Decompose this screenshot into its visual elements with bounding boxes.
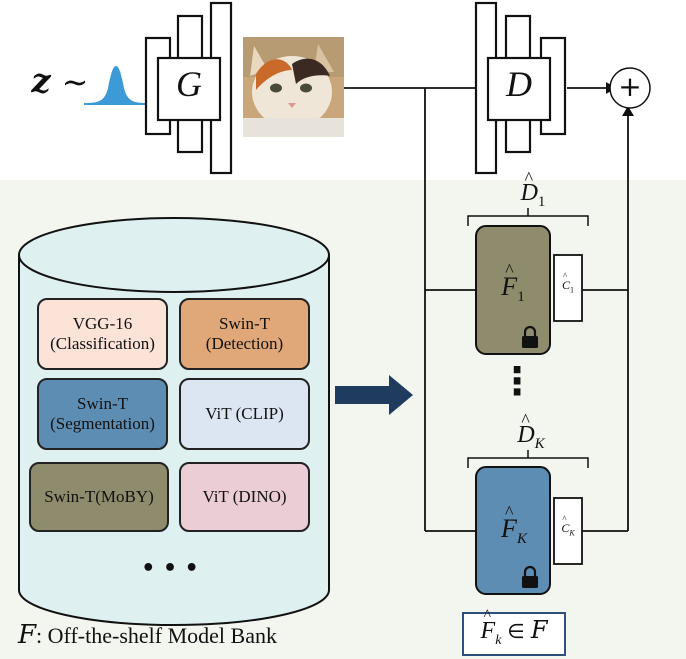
sum-symbol: + [618, 70, 642, 103]
model-bank-caption-text: : Off-the-shelf Model Bank [36, 623, 277, 648]
noise-variable-label: z [31, 61, 51, 101]
sum-node [609, 67, 651, 109]
ensemble-top-symbol: D [520, 180, 538, 206]
discriminator-network [474, 1, 567, 175]
membership-set-symbol: F [530, 616, 548, 644]
membership-expression: ^ Fk ∈ F [480, 607, 548, 648]
connector-lines [344, 87, 629, 532]
membership-box [462, 612, 566, 656]
membership-feature-symbol: F [480, 618, 496, 644]
model-swin-t-moby: Swin-T(MoBY) [29, 462, 169, 532]
model-name: Swin-T(MoBY) [44, 486, 154, 506]
brace-top [467, 208, 589, 226]
distributed-as-symbol: ∼ [61, 64, 89, 100]
feature-bottom-symbol: F [501, 514, 517, 543]
feature-extractor-top [475, 225, 551, 355]
feature-top-subscript: 1 [517, 289, 525, 306]
noise-distribution-icon [84, 66, 147, 105]
transfer-arrow [335, 375, 413, 415]
model-name: ViT (CLIP) [205, 403, 284, 423]
generator-label: G [176, 64, 202, 104]
arrow-up-to-sum [622, 106, 634, 116]
ensemble-ellipsis: ⋮ [498, 359, 536, 403]
model-bank-symbol: F [18, 620, 37, 650]
ensemble-bottom-symbol: D [517, 422, 535, 448]
model-name: Swin-T [219, 313, 270, 333]
lock-icon-top [522, 325, 538, 348]
membership-in-symbol: ∈ [507, 619, 525, 643]
classifier-head-top [553, 254, 583, 322]
model-task: (Detection) [205, 334, 284, 353]
feature-top-label: ^ F1 [501, 260, 525, 306]
classifier-top-label: ^ C1 [561, 271, 574, 295]
classifier-top-subscript: 1 [570, 285, 574, 295]
model-task: (Segmentation) [50, 414, 155, 433]
model-swin-t-detection: Swin-T (Detection) [179, 298, 310, 370]
feature-top-symbol: F [501, 272, 518, 301]
membership-subscript: k [495, 632, 502, 648]
model-vit-clip: ViT (CLIP) [179, 378, 310, 450]
lock-icon-bottom [522, 565, 538, 588]
ensemble-top-label: ^ D1 [520, 168, 546, 210]
model-name: VGG-16 [72, 313, 133, 333]
model-name: ViT (DINO) [202, 486, 287, 506]
model-vit-dino: ViT (DINO) [179, 462, 310, 532]
ensemble-bottom-label: ^ DK [517, 410, 545, 452]
generator-network [144, 1, 233, 175]
feature-bottom-subscript: K [516, 531, 527, 548]
feature-extractor-bottom [475, 466, 551, 595]
brace-bottom [467, 450, 589, 468]
model-bank-more-indicator: • • • [141, 556, 199, 581]
generated-cat-image [243, 37, 344, 137]
discriminator-label: D [506, 64, 532, 104]
classifier-bottom-symbol: C [561, 521, 570, 535]
ensemble-top-subscript: 1 [537, 193, 546, 210]
model-name: Swin-T [77, 393, 128, 413]
model-vgg16-classification: VGG-16 (Classification) [37, 298, 168, 370]
classifier-top-symbol: C [561, 278, 570, 292]
classifier-bottom-subscript: K [569, 528, 575, 538]
model-task: (Classification) [50, 334, 155, 353]
classifier-head-bottom [553, 497, 583, 565]
classifier-bottom-label: ^ CK [561, 514, 575, 538]
ensemble-bottom-subscript: K [534, 435, 545, 452]
model-swin-t-segmentation: Swin-T (Segmentation) [37, 378, 168, 450]
feature-bottom-label: ^ FK [501, 502, 527, 548]
model-bank-caption: F: Off-the-shelf Model Bank [18, 620, 348, 651]
